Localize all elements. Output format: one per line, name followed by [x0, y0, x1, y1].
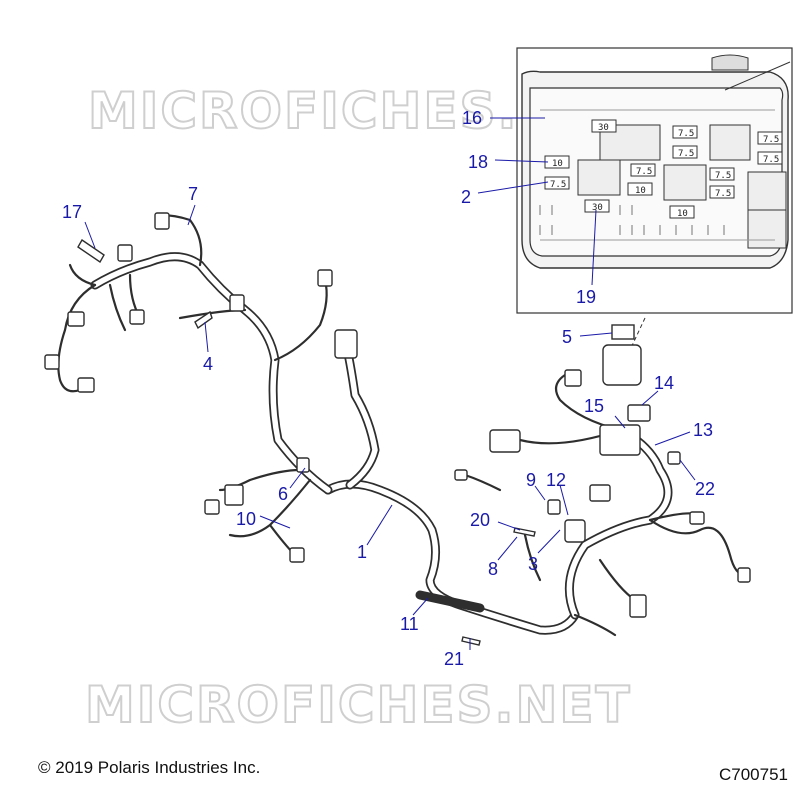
connectors	[44, 212, 751, 646]
fuse-label: 30	[592, 203, 603, 213]
callout-6: 6	[278, 484, 288, 504]
callout-10: 10	[236, 509, 256, 529]
copyright-text: © 2019 Polaris Industries Inc.	[38, 758, 261, 777]
callout-17: 17	[62, 202, 82, 222]
fuse-label: 7.5	[763, 135, 779, 145]
fuse-label: 10	[635, 186, 646, 196]
fuse-label: 7.5	[715, 189, 731, 199]
callout-16: 16	[462, 108, 482, 128]
watermark-bottom: MICROFICHES.NET	[85, 676, 632, 734]
callout-7: 7	[188, 184, 198, 204]
callout-13: 13	[693, 420, 713, 440]
fuse-label: 7.5	[763, 155, 779, 165]
fuse-label: 10	[552, 159, 563, 169]
main-harness	[90, 252, 673, 635]
fuse-label: 7.5	[550, 180, 566, 190]
callout-1: 1	[357, 542, 367, 562]
callout-19: 19	[576, 287, 596, 307]
leader-lines	[84, 117, 696, 650]
callout-9: 9	[526, 470, 536, 490]
callout-11: 11	[400, 614, 419, 634]
callout-2: 2	[461, 187, 471, 207]
callout-20: 20	[470, 510, 490, 530]
fuse-label: 10	[677, 209, 688, 219]
fuse-label: 7.5	[715, 171, 731, 181]
fuse-label: 7.5	[678, 129, 694, 139]
callout-15: 15	[584, 396, 604, 416]
callout-12: 12	[546, 470, 566, 490]
fuse-box-inset: 30 7.5 7.5 7.5 7.5 10 7.5 7.5 10 7.5 7.5…	[516, 47, 793, 314]
callout-4: 4	[203, 354, 213, 374]
fuse-label: 7.5	[636, 167, 652, 177]
fuse-label: 7.5	[678, 149, 694, 159]
callout-3: 3	[528, 554, 538, 574]
callout-14: 14	[654, 373, 674, 393]
diagram-code: C700751	[718, 765, 788, 784]
callout-18: 18	[468, 152, 488, 172]
callout-8: 8	[488, 559, 498, 579]
callout-labels: 1 2 3 4 5 6 7 8 9 10 11 12 13 14 15 16 1…	[62, 108, 715, 669]
branch-wires	[57, 213, 747, 637]
callout-22: 22	[695, 479, 715, 499]
fuse-label: 30	[598, 123, 609, 133]
callout-5: 5	[562, 327, 572, 347]
callout-21: 21	[444, 649, 464, 669]
